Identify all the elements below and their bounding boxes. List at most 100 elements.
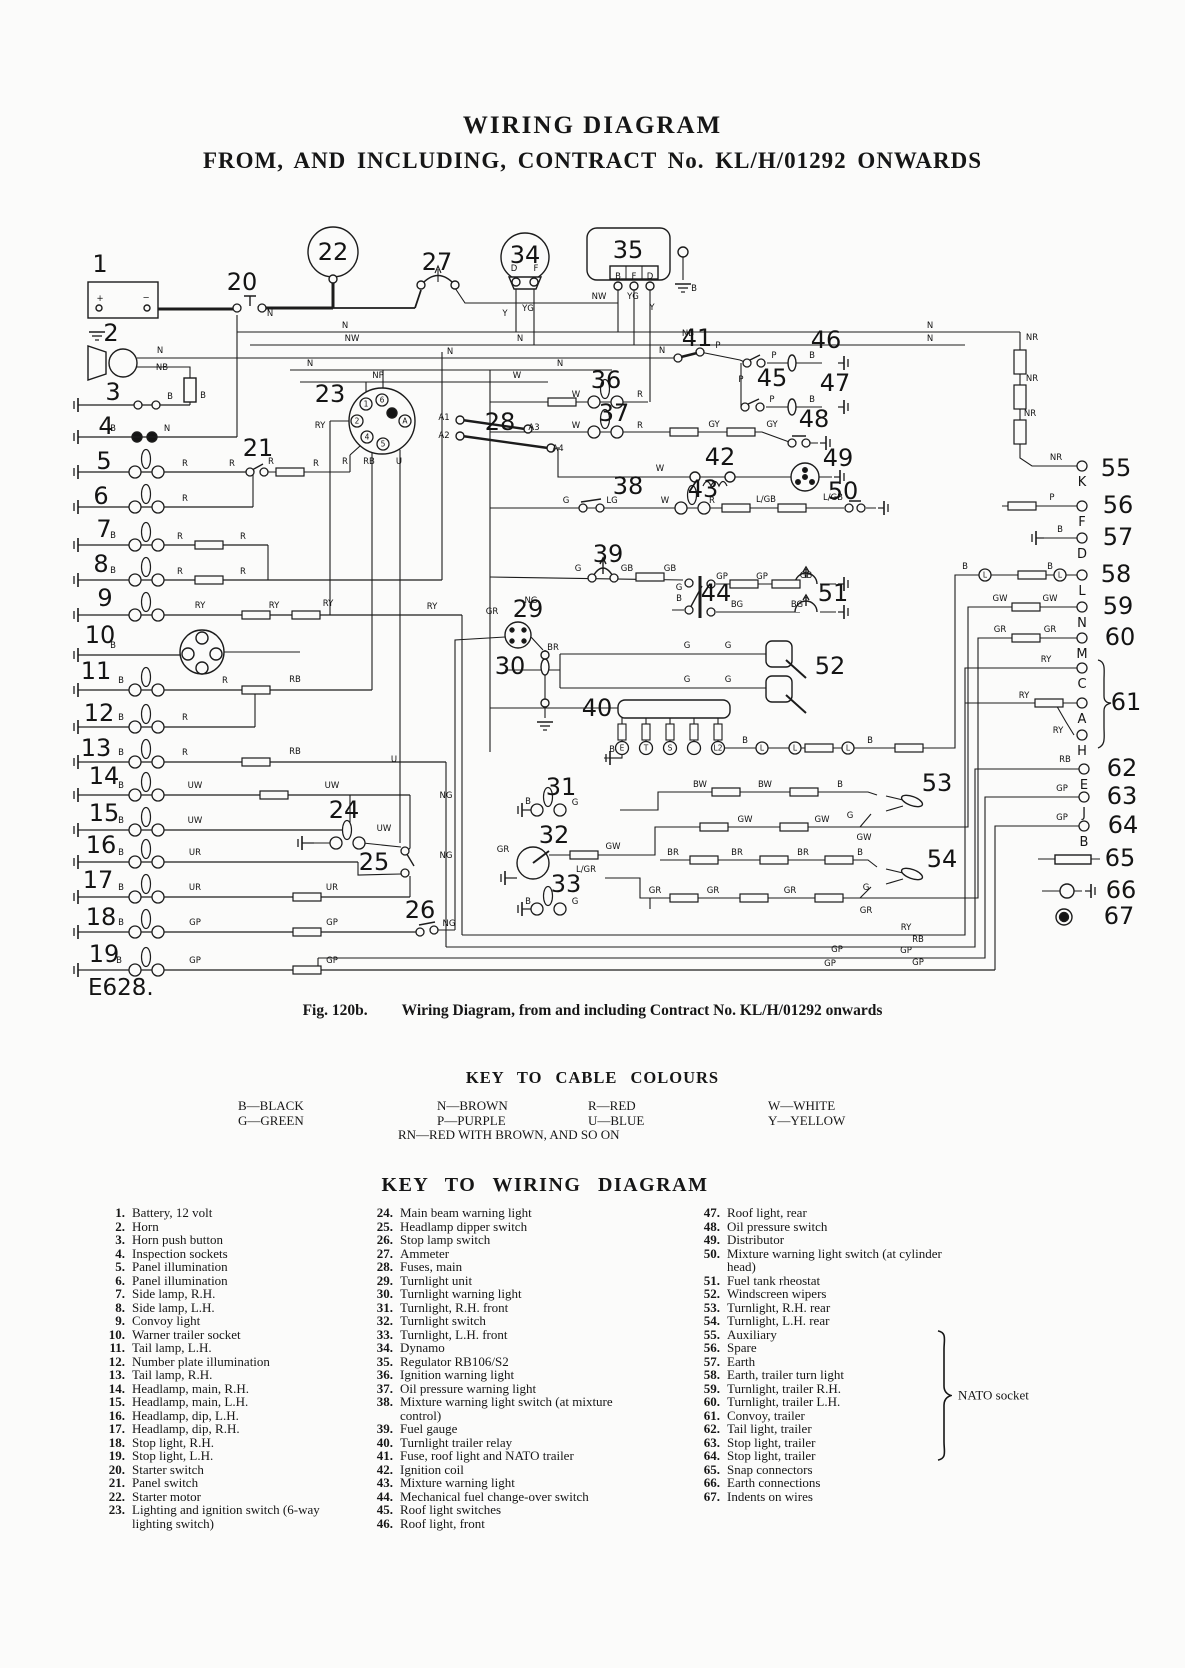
fuse-symbol: [669, 427, 699, 437]
terminal: [1076, 500, 1088, 512]
key-item-number: 32.: [376, 1313, 393, 1328]
fuse-symbol: [259, 790, 289, 800]
wire-label: LG: [606, 496, 617, 506]
fuse-symbol: [789, 787, 819, 797]
key-item-number: 54.: [703, 1313, 720, 1328]
terminal: [1078, 820, 1090, 832]
key-item-number: 59.: [703, 1380, 720, 1396]
component-number: 15: [89, 799, 120, 827]
terminal: [415, 927, 425, 937]
wire-label: G: [725, 641, 732, 651]
terminal: [587, 395, 601, 409]
key-item-label: Turnlight, R.H. front: [400, 1299, 509, 1315]
key-item-number: 67.: [703, 1488, 720, 1504]
key-item-label: Snap connectors: [727, 1461, 813, 1477]
figure-number: Fig. 120b.: [302, 1002, 368, 1019]
nato-terminal-letter: D: [1077, 547, 1087, 562]
key-item-number: 8.: [115, 1299, 125, 1315]
cable-ring-letter: L: [793, 744, 798, 753]
relay-terminal-letter: S: [668, 744, 673, 753]
wire-label: L/GB: [756, 495, 776, 505]
wire-label: BR: [667, 848, 679, 858]
key-item: 48.Oil pressure switch: [690, 1219, 1062, 1234]
key-item: 61.Convoy, trailer: [690, 1408, 958, 1423]
component-number: 19: [89, 940, 120, 968]
wire-label: P: [1049, 493, 1054, 503]
component-number: 50: [828, 477, 859, 505]
terminal: [684, 578, 694, 588]
wire-label: GP: [824, 959, 836, 969]
wire-label: G: [863, 883, 870, 893]
wire-label: NB: [682, 329, 694, 339]
fuse-symbol: [292, 927, 322, 937]
terminal: [662, 740, 678, 756]
wire-label: N: [157, 346, 163, 356]
key-item-label: Turnlight, trailer R.H.: [727, 1380, 841, 1396]
terminal: [151, 573, 165, 587]
key-item-label: Headlamp, dip, L.H.: [132, 1407, 239, 1423]
nato-terminal-letter: M: [1076, 647, 1087, 662]
key-item-number: 49.: [703, 1232, 720, 1247]
component-number: 11: [81, 657, 112, 685]
key-item: 49.Distributor: [690, 1233, 1062, 1247]
fuse-symbol: [241, 685, 271, 695]
key-item-number: 35.: [376, 1353, 393, 1369]
wire-label: UR: [189, 848, 201, 858]
key-item-label: Headlamp, main, R.H.: [132, 1380, 249, 1396]
bulb-symbol: [542, 885, 554, 907]
component-number: 48: [799, 405, 830, 433]
key-item: 52.Windscreen wipers: [690, 1287, 1062, 1301]
key-item-number: 2.: [115, 1218, 125, 1234]
key-item: 2.Horn: [95, 1218, 335, 1234]
wire-label: NR: [1026, 333, 1038, 343]
key-item: 12.Number plate illumination: [95, 1354, 335, 1369]
key-item-number: 9.: [115, 1313, 125, 1328]
terminal: [128, 608, 142, 622]
wire-label: W: [513, 371, 522, 381]
key-item-label: Tail lamp, L.H.: [132, 1340, 212, 1355]
key-item-number: 15.: [108, 1394, 125, 1409]
resistor-symbol: [183, 377, 197, 403]
terminal: [398, 414, 412, 428]
key-item-label: Turnlight, trailer L.H.: [727, 1394, 841, 1409]
wire-label: B: [110, 531, 116, 541]
wire-label: G: [725, 675, 732, 685]
key-item: 54.Turnlight, L.H. rear: [690, 1314, 1062, 1328]
component-number: 42: [705, 443, 736, 471]
key-item-label: Panel illumination: [132, 1259, 228, 1274]
nato-terminal-letter: F: [1078, 515, 1085, 530]
component-number: 16: [86, 831, 117, 859]
component-number: 65: [1105, 844, 1136, 872]
terminal: [673, 353, 683, 363]
wire-label: GW: [738, 815, 754, 825]
key-item: 34.Dynamo: [363, 1341, 665, 1355]
cable-ring-letter: L: [846, 744, 851, 753]
wire-label: W: [656, 464, 665, 474]
cable-key-heading: KEY TO CABLE COLOURS: [465, 1068, 720, 1087]
key-item: 41.Fuse, roof light and NATO trailer: [363, 1449, 665, 1463]
key-item-label: Dynamo: [400, 1340, 445, 1355]
key-item-number: 37.: [376, 1380, 393, 1396]
wire-label: GR: [784, 886, 797, 896]
key-item: 11.Tail lamp, L.H.: [95, 1341, 335, 1355]
component-number: 8: [93, 550, 108, 578]
bulb-symbol: [140, 806, 152, 828]
key-item-number: 45.: [376, 1502, 393, 1517]
wire-label: B: [118, 781, 124, 791]
component-number: 14: [89, 762, 120, 790]
terminal: [400, 868, 410, 878]
component-number: 39: [593, 540, 624, 568]
key-item-label: Mixture warning light switch (at mixture…: [400, 1394, 613, 1423]
switch-terminal-number: 2: [355, 417, 360, 426]
fuel-gauge-symbol: [591, 556, 615, 579]
terminal: [128, 788, 142, 802]
key-item-label: Warner trailer socket: [132, 1326, 241, 1342]
wire-label: N: [557, 359, 563, 369]
component-symbols: [87, 226, 1112, 926]
key-item: 57.Earth: [690, 1354, 958, 1369]
key-item-number: 16.: [108, 1407, 125, 1423]
terminal: [1078, 791, 1090, 803]
terminal: [553, 902, 567, 916]
wire-label: BG: [731, 600, 743, 610]
terminal: [128, 823, 142, 837]
